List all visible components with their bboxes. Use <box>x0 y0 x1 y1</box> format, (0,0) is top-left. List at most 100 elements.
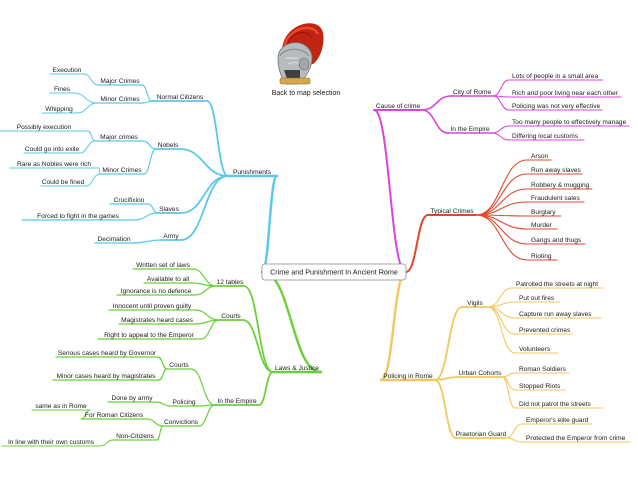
node-vg-patrolled: Patrolled the streets at night <box>516 281 598 288</box>
branch-connector <box>206 100 229 177</box>
node-ie-minor-magistrates: Minor cases heard by magistrates <box>57 373 157 380</box>
node-tc-slaves: Run away slaves <box>531 167 582 174</box>
branch-connector <box>179 148 229 177</box>
branch-connector <box>98 167 101 175</box>
node-uc-riots: Stopped Riots <box>519 383 561 390</box>
branch-connector <box>180 175 229 241</box>
node-tc-fraud: Fraudulent sales <box>531 195 580 202</box>
roman-helmet-icon[interactable] <box>277 23 324 85</box>
branch-connector <box>242 319 274 373</box>
node-nc-execution: Execution <box>53 67 82 74</box>
node-nb-minor: Minor Crimes <box>102 167 142 174</box>
branch-connector <box>157 356 168 370</box>
node-ie-policing: Policing <box>172 399 195 406</box>
branch-connector <box>434 376 459 381</box>
node-ie-local-customs: In line with their own customs <box>8 439 95 446</box>
node-in-the-empire: In the Empire <box>450 126 490 133</box>
node-tt-written: Written set of laws <box>136 262 190 269</box>
node-em-too-many: Too many people to effectively manage <box>512 119 627 126</box>
node-nb-could-be-fined: Could be fined <box>42 179 85 186</box>
node-ct-appeal: Right to appeal to the Emperor <box>104 332 195 339</box>
branch-connector <box>492 79 510 97</box>
branch-connector <box>143 148 157 175</box>
branch-connector <box>260 174 279 274</box>
branch-connector <box>421 109 449 134</box>
branch-connector <box>79 140 96 154</box>
node-normal-citizens: Normal Citizens <box>157 94 204 101</box>
node-ct-magistrates: Magistrates heard cases <box>121 317 194 324</box>
node-nc-minor: Minor Crimes <box>100 96 140 103</box>
branch-connector <box>405 214 429 273</box>
node-nobels: Nobels <box>158 142 179 149</box>
branch-connector <box>194 309 220 321</box>
branch-connector <box>142 140 157 150</box>
node-laws-justice: Laws & Justice <box>275 365 319 372</box>
node-sl-games: Forced to fight in the games <box>37 213 119 220</box>
node-ie-for-citizens: For Roman Citizens <box>85 412 144 419</box>
branch-connector <box>475 159 528 216</box>
node-cr-rich-poor: Rich and poor living near each other <box>512 90 619 97</box>
branch-connector <box>258 371 274 406</box>
node-cr-small-area: Lots of people in a small area <box>512 73 598 80</box>
node-sl-crucifixion: Crucifixion <box>114 197 145 204</box>
branch-connector <box>198 404 216 427</box>
branch-connector <box>156 425 164 441</box>
node-praetorian-guard: Praetorian Guard <box>456 431 507 438</box>
back-to-map-link[interactable]: Back to map selection <box>272 90 341 97</box>
branch-connector <box>191 282 217 287</box>
node-courts: Courts <box>221 313 241 320</box>
node-pg-protected: Protected the Emperor from crime <box>526 435 626 442</box>
node-tc-burglary: Burglary <box>531 209 556 216</box>
node-ie-courts: Courts <box>169 362 189 369</box>
branch-connector <box>142 100 153 104</box>
node-pg-elite: Emperor's elite guard <box>526 417 589 424</box>
branch-connector <box>379 270 408 382</box>
node-tc-rioting: Rioting <box>531 253 552 260</box>
node-vigils: Vigils <box>467 300 483 307</box>
node-uc-soldiers: Roman Soldiers <box>519 366 567 373</box>
node-tt-ignorance: Ignorance is no defence <box>121 288 192 295</box>
node-nc-fines: Fines <box>54 86 71 93</box>
branch-connector <box>260 270 323 374</box>
branch-connector <box>194 285 217 296</box>
branch-connector <box>85 173 101 187</box>
branch-connector <box>190 368 216 406</box>
branch-connector <box>243 285 274 373</box>
node-nb-major: Major crimes <box>100 134 138 141</box>
node-vg-volunteers: Volunteers <box>519 346 551 353</box>
branch-connector <box>492 95 510 111</box>
branch-connector <box>421 95 452 111</box>
branch-connector <box>505 423 523 439</box>
node-ie-governor: Serious cases heard by Governor <box>58 350 157 357</box>
node-vg-prevented: Prevented crimes <box>519 327 571 334</box>
branch-connector <box>132 239 162 244</box>
branch-connector <box>505 437 523 443</box>
node-nb-exile: Could go into exile <box>25 146 80 153</box>
node-cause: Cause of crime <box>376 103 421 110</box>
branch-connector <box>87 130 96 142</box>
branch-connector <box>501 372 516 378</box>
node-ie-done-by-army: Done by army <box>111 395 153 402</box>
branch-connector <box>99 439 114 447</box>
branch-connector <box>141 84 153 102</box>
branch-connector <box>475 214 528 261</box>
center-node-title: Crime and Punishment In Ancient Rome <box>270 268 398 277</box>
branch-lines <box>73 73 528 447</box>
branch-connector <box>73 92 98 104</box>
node-ct-innocent: Innocent until proven guilty <box>113 303 192 310</box>
node-army: Army <box>163 233 179 240</box>
node-typical-crimes: Typical Crimes <box>430 208 474 215</box>
node-vg-slaves: Capture run away slaves <box>519 311 592 318</box>
branch-connector <box>76 102 98 114</box>
branch-connector <box>200 319 220 340</box>
node-policing-in-rome: Policing in Rome <box>383 373 433 380</box>
branch-connector <box>487 287 513 308</box>
node-nb-possibly-execution: Possibly execution <box>17 124 72 131</box>
node-tc-murder: Murder <box>531 222 553 229</box>
node-twelve-tables: 12 tables <box>217 279 244 286</box>
branch-connector <box>487 301 516 308</box>
node-ar-decimation: Decimation <box>98 236 131 243</box>
node-nc-major: Major Crimes <box>100 78 140 85</box>
node-city-of-rome: City of Rome <box>453 89 491 96</box>
